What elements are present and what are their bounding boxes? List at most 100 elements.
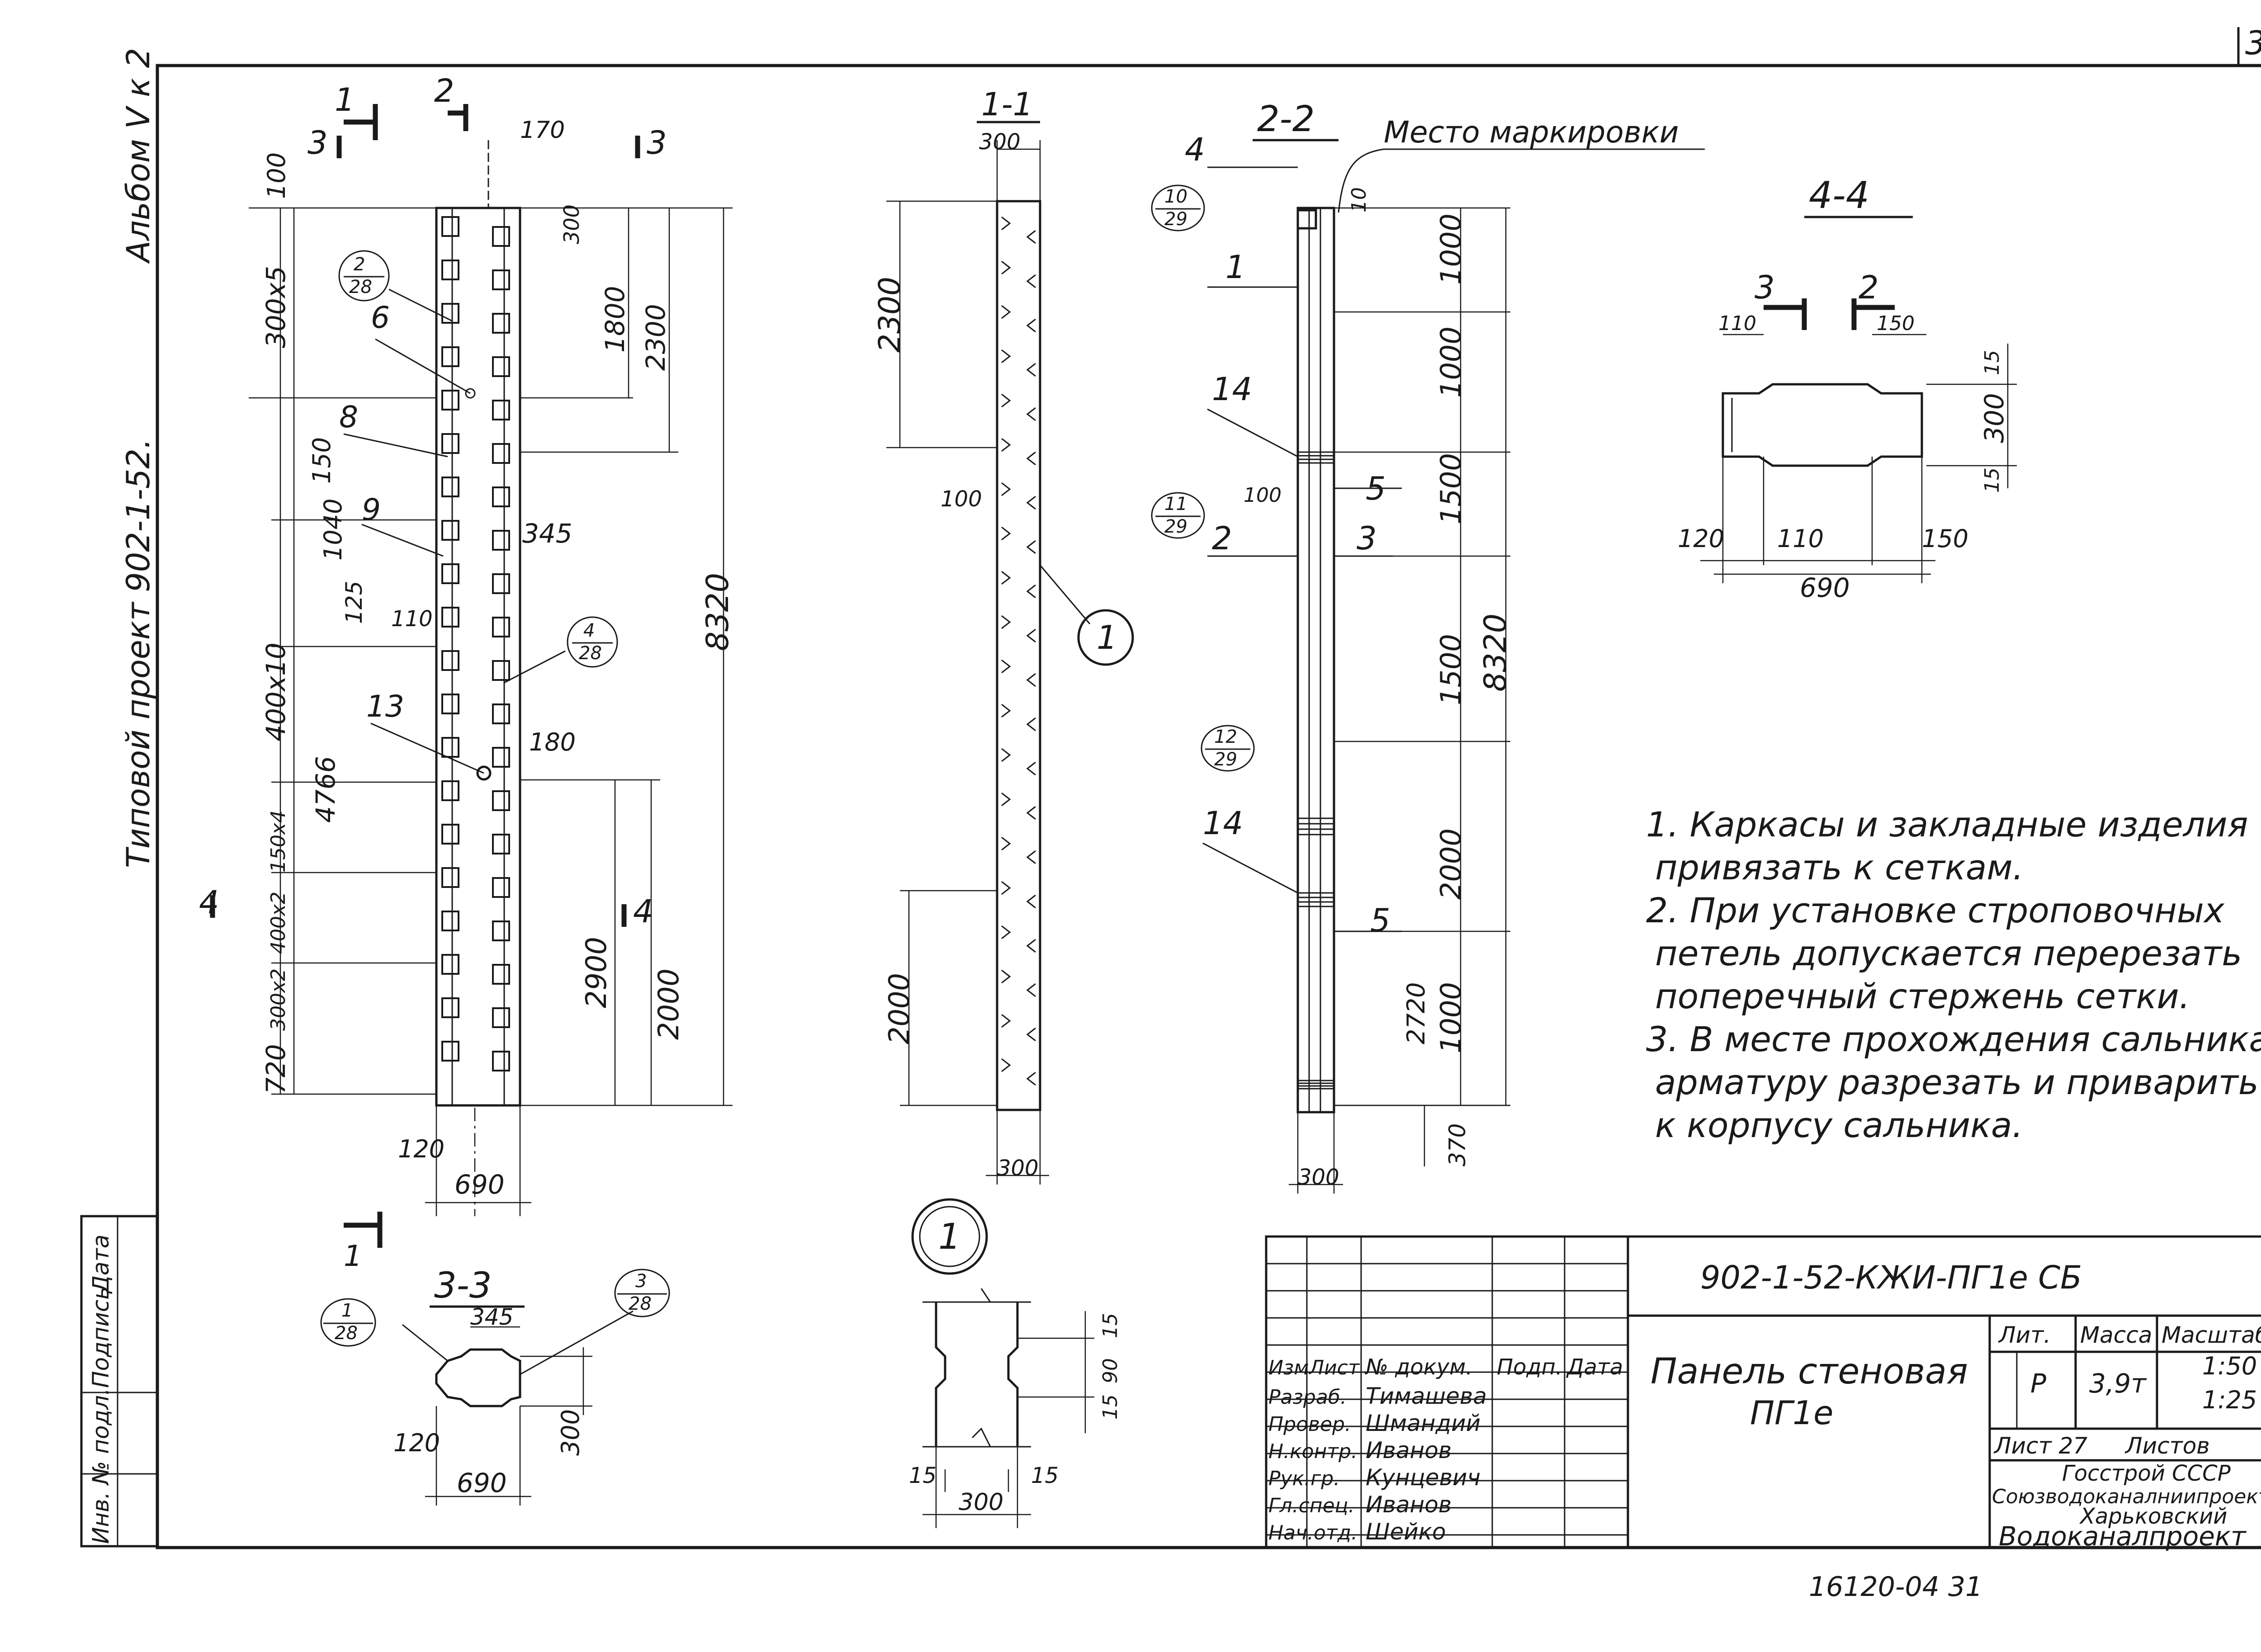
svg-text:9: 9: [362, 492, 381, 527]
panel-opening: [492, 617, 510, 637]
svg-text:2300: 2300: [640, 304, 671, 371]
note-line: к корпусу сальника.: [1655, 1105, 2023, 1145]
svg-text:300: 300: [1979, 393, 2010, 443]
panel-opening: [492, 226, 510, 247]
rib-notch: [1001, 260, 1011, 275]
svg-text:4766: 4766: [310, 756, 341, 823]
svg-text:№ докум.: № докум.: [1364, 1355, 1473, 1380]
panel-opening: [492, 920, 510, 941]
rib-notch: [1001, 571, 1011, 585]
svg-text:2: 2: [1859, 269, 1879, 306]
section-4-4: 4-4 3 2 110 150 15 300 15 120 110 150 69…: [1678, 174, 2017, 603]
svg-text:8: 8: [339, 400, 358, 434]
sec33-ref-3-28: 3 28: [614, 1269, 670, 1317]
svg-text:1:25: 1:25: [2202, 1386, 2257, 1414]
rib-notch: [1026, 451, 1036, 466]
svg-text:29: 29: [1214, 749, 1237, 770]
rib-notch: [1001, 438, 1011, 452]
note-line: 2. При установке строповочных: [1646, 890, 2225, 930]
rib-notch: [1026, 673, 1036, 687]
svg-text:170: 170: [520, 117, 565, 144]
panel-opening: [492, 443, 510, 464]
svg-text:2: 2: [354, 254, 365, 275]
panel-opening: [441, 1041, 459, 1062]
panel-opening: [441, 477, 459, 497]
svg-text:Гл.спец.: Гл.спец.: [1268, 1494, 1355, 1517]
panel-opening: [441, 954, 459, 975]
panel-outline: [435, 207, 521, 1107]
note-line: 3. В месте прохождения сальника: [1646, 1019, 2261, 1059]
svg-text:2900: 2900: [580, 937, 613, 1008]
panel-opening: [441, 824, 459, 845]
svg-text:110: 110: [1777, 524, 1824, 553]
svg-text:14: 14: [1203, 805, 1243, 842]
rib-notch: [1001, 881, 1011, 895]
panel-opening: [492, 356, 510, 377]
note-line: арматуру разрезать и приварить: [1655, 1062, 2259, 1102]
album-label: Альбом V к 2: [120, 48, 157, 264]
sec22-ref-10-29: 10 29: [1151, 184, 1205, 231]
svg-text:Лит.: Лит.: [1998, 1322, 2051, 1348]
svg-text:2: 2: [434, 72, 454, 109]
panel-opening: [492, 1051, 510, 1071]
panel-opening: [441, 260, 459, 280]
rib-notch: [1001, 216, 1011, 231]
panel-opening: [492, 1007, 510, 1028]
note-line: привязать к сеткам.: [1655, 847, 2024, 887]
svg-text:8320: 8320: [1478, 614, 1514, 692]
svg-text:690: 690: [1800, 572, 1850, 603]
svg-text:100: 100: [262, 152, 291, 199]
svg-text:100: 100: [1244, 484, 1282, 507]
svg-text:400x10: 400x10: [260, 642, 291, 741]
svg-text:1040: 1040: [319, 499, 347, 561]
panel-opening: [492, 313, 510, 334]
section-3-3: 3-3 1 345 120 690 300: [344, 1212, 634, 1506]
svg-text:1:50: 1:50: [2202, 1352, 2257, 1380]
svg-text:29: 29: [1164, 209, 1187, 230]
rib-notch: [1001, 1014, 1011, 1028]
svg-text:110: 110: [1718, 312, 1756, 335]
rib-notch: [1026, 496, 1036, 510]
inventory-box: Инв. № подл. Подпись Дата: [80, 1215, 159, 1548]
svg-text:3: 3: [1755, 269, 1775, 306]
project-label: Типовой проект 902-1-52.: [120, 439, 157, 868]
svg-text:15: 15: [1981, 350, 2004, 375]
svg-text:13: 13: [366, 689, 404, 724]
svg-text:3: 3: [635, 1271, 647, 1292]
rib-notch: [1026, 363, 1036, 377]
svg-text:10: 10: [1164, 186, 1187, 207]
svg-text:15: 15: [909, 1463, 937, 1488]
element-name: Панель стеновая: [1651, 1351, 1968, 1392]
panel-opening: [441, 997, 459, 1018]
panel-opening: [492, 834, 510, 854]
panel-opening: [441, 433, 459, 454]
svg-text:120: 120: [398, 1135, 445, 1163]
svg-text:150: 150: [1922, 524, 1968, 553]
rib-notch: [1026, 1027, 1036, 1042]
svg-text:Место маркировки: Место маркировки: [1384, 115, 1679, 150]
svg-text:Шмандий: Шмандий: [1366, 1410, 1481, 1436]
svg-text:3: 3: [307, 124, 328, 161]
svg-text:Лист: Лист: [1308, 1356, 1360, 1379]
svg-text:4: 4: [1185, 131, 1205, 168]
panel-opening: [492, 703, 510, 724]
rib-notch: [1026, 584, 1036, 599]
rib-notch: [1001, 703, 1011, 718]
svg-text:2720: 2720: [1402, 982, 1430, 1044]
sec22-ref-12-29: 12 29: [1201, 725, 1255, 772]
svg-text:110: 110: [391, 606, 433, 632]
svg-text:Изм: Изм: [1268, 1356, 1309, 1379]
panel-opening: [492, 486, 510, 507]
svg-text:Н.контр.: Н.контр.: [1268, 1440, 1358, 1463]
svg-text:3,9т: 3,9т: [2089, 1368, 2147, 1399]
svg-text:Лист 27: Лист 27: [1993, 1433, 2087, 1459]
rib-notch: [1026, 806, 1036, 820]
svg-text:28: 28: [629, 1293, 652, 1314]
svg-text:28: 28: [349, 277, 372, 297]
svg-text:1000: 1000: [1434, 213, 1467, 285]
rib-notch: [1026, 407, 1036, 421]
svg-text:15: 15: [1099, 1313, 1122, 1338]
rib-notch: [1001, 659, 1011, 674]
rib-notch: [1001, 393, 1011, 408]
panel-opening: [492, 964, 510, 985]
